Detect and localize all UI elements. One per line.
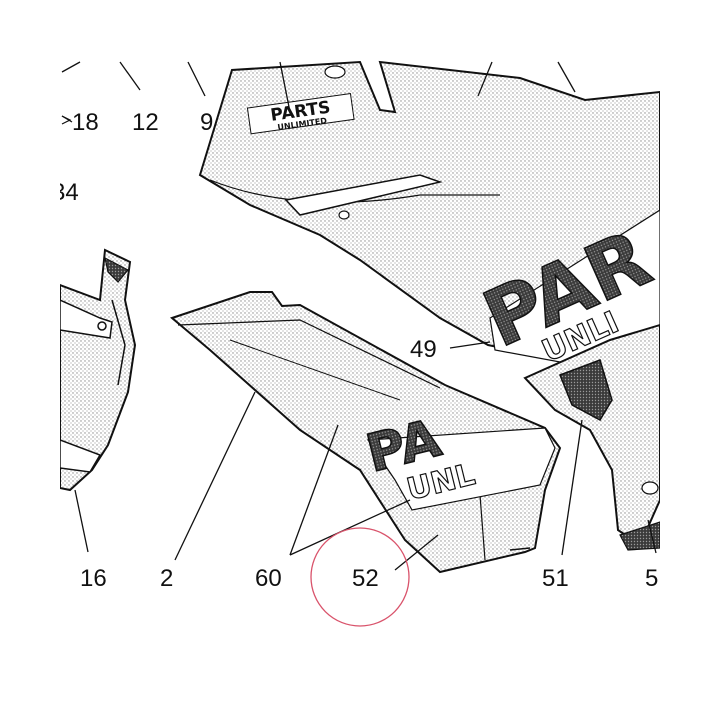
drawing-area: PARTS UNLIMITED PAR UNLI <box>52 60 660 592</box>
panel-logo: PA UNL <box>360 408 556 511</box>
callout-5x: 5 <box>645 565 658 592</box>
callout-60: 60 <box>255 565 282 592</box>
callout-12: 12 <box>132 109 159 136</box>
callout-52: 52 <box>352 565 379 592</box>
callout-18: 18 <box>72 109 99 136</box>
leader-lines <box>61 61 657 571</box>
arrow-icon <box>61 115 72 125</box>
callout-49: 49 <box>410 336 437 363</box>
side-panel-part: PA UNL <box>169 291 562 574</box>
callout-2: 2 <box>160 565 173 592</box>
left-fairing-part <box>60 248 137 492</box>
highlight-circle-52[interactable] <box>310 527 410 627</box>
callout-51: 51 <box>542 565 569 592</box>
callout-34: 34 <box>52 179 79 206</box>
right-bracket-part <box>523 323 660 551</box>
callout-9: 9 <box>200 109 213 136</box>
callout-16: 16 <box>80 565 107 592</box>
